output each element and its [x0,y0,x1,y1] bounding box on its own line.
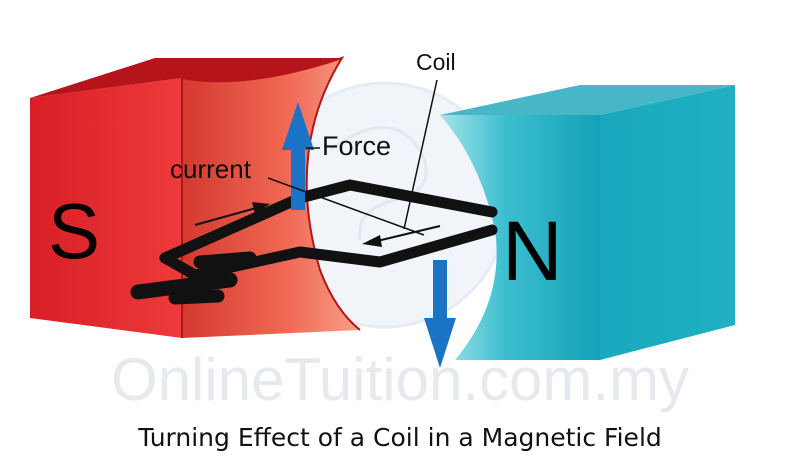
south-pole-label: S [48,187,100,275]
north-pole-label: N [502,204,563,298]
south-magnet-front [30,78,182,338]
current-label: current [170,154,252,184]
north-magnet [440,85,735,360]
current-leader [267,177,425,236]
leader-lines [267,79,438,236]
coil-label: Coil [416,49,456,75]
commutator [130,272,238,300]
diagram-caption: Turning Effect of a Coil in a Magnetic F… [137,423,662,452]
current-arrow-bottom [376,225,441,242]
current-arrow-top-head [252,202,270,214]
coil [130,179,498,305]
coil-back-wire [159,179,498,264]
north-magnet-front [600,85,735,360]
current-arrows [194,202,441,247]
current-arrow-bottom-head [362,235,382,247]
force-arrow-down [424,260,456,368]
force-label: Force [322,131,391,161]
north-magnet-pole-face [440,115,600,360]
current-arrow-top [194,207,257,226]
watermark-text: OnlineTuition.com.my [111,346,689,413]
north-magnet-top [440,85,735,115]
force-arrow-up [282,102,314,210]
coil-leader [403,79,438,230]
